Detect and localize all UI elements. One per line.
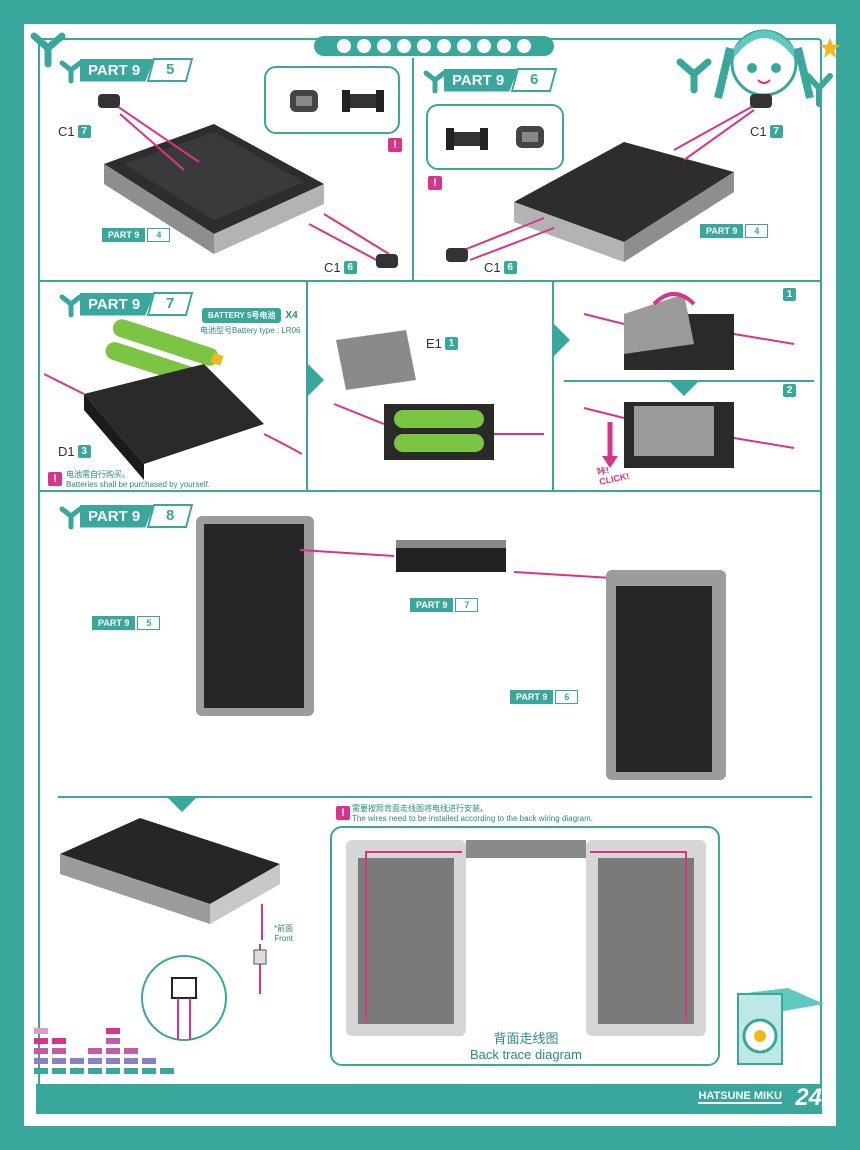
wiring-trace-illustration [346,840,706,1036]
wiring-note: 需要按照背面走线图将电线进行安装。 The wires need to be i… [352,804,594,823]
divider [412,58,414,280]
y-logo-icon [805,73,833,107]
warning-icon: ! [388,138,402,152]
battery-cover-illustration [336,330,416,390]
connector-part-icon [516,126,544,148]
part-label: PART 9 [80,504,155,528]
battery-holder-filled-illustration [333,403,544,460]
battery-box-front-illustration [606,570,726,780]
warning-icon: ! [336,806,350,820]
clip-part-icon [446,128,488,150]
y-logo-icon [59,506,83,530]
speaker-icon [737,988,824,1065]
divider [306,282,308,490]
assembled-box-illustration [60,818,280,924]
star-icon [820,38,840,58]
connector-part-icon [290,90,318,112]
step-number: 6 [511,68,558,92]
step-number: 7 [147,292,194,316]
y-logo-icon [30,32,66,68]
y-logo-icon [59,60,83,84]
sub-step-1: 1 [780,288,796,301]
step-number: 5 [147,58,194,82]
assembly-arrows [98,94,398,268]
hint-box [426,104,564,170]
battery-note: 电池需自行购买。 Batteries shall be purchased by… [66,470,211,489]
header-dots [314,36,554,56]
step-8-header: PART 9 8 [58,504,194,530]
warning-icon: ! [48,472,62,486]
flow-arrow-icon [668,380,700,396]
assembly-arrows [446,94,772,262]
flow-arrow-icon [554,324,570,356]
back-trace-diagram: 背面走线图 Back trace diagram [330,826,720,1066]
battery-holder-side-illustration [396,540,506,572]
warning-icon: ! [428,176,442,190]
step-number: 8 [147,504,194,528]
divider [58,796,812,798]
front-label: *前面 Front [274,924,294,943]
miku-avatar-icon [714,29,814,99]
battery-type: 电池型号Battery type : LR06 [200,326,301,335]
connector-detail-illustration [141,904,267,1041]
equalizer-icon [34,1028,174,1074]
brand-name: HATSUNE MIKU [698,1090,782,1104]
page-number: 24 [795,1084,822,1111]
divider [552,282,554,490]
flow-arrow-icon [168,798,196,812]
battery-holder-illustration [43,364,303,480]
part-label: PART 9 [80,292,155,316]
cover-closed-illustration [583,402,795,468]
battery-box-illustration [104,124,324,254]
part-label: PART 9 [80,58,155,82]
flow-arrow-icon [308,364,324,396]
step-5-header: PART 9 5 [58,58,194,84]
y-logo-icon [59,294,83,318]
battery-box-back-illustration [196,516,314,716]
hint-box [264,66,400,134]
trace-caption: 背面走线图 Back trace diagram [470,1031,582,1062]
y-logo-icon [423,70,447,94]
divider [40,490,820,492]
clip-part-icon [342,90,384,112]
step-7-header: PART 9 7 [58,292,194,318]
step-6-header: PART 9 6 [422,68,558,94]
wire-arrows [299,549,613,579]
part-label: PART 9 [444,68,519,92]
cover-open-illustration [583,292,795,370]
battery-box-illustration [514,142,734,262]
sub-step-2: 2 [780,384,796,397]
y-logo-icon [676,58,712,94]
footer-bar [36,1084,822,1114]
divider [40,280,820,282]
